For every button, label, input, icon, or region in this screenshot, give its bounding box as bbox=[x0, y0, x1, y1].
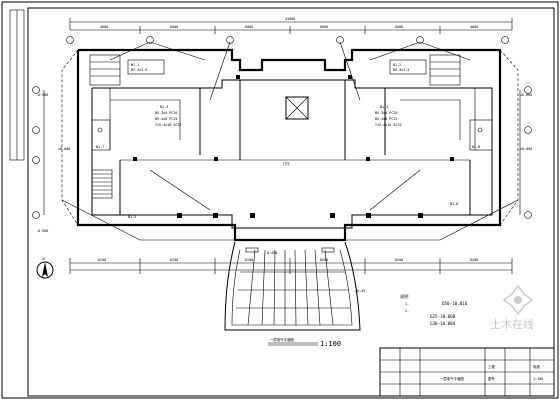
grid-bottom-label: 8200 bbox=[320, 258, 328, 262]
level-label: +0.600 bbox=[520, 93, 532, 97]
wiring-lines bbox=[61, 41, 519, 241]
north-arrow-icon: N bbox=[36, 257, 54, 279]
level-label: -0.900 bbox=[36, 229, 48, 233]
grid-bubbles-top bbox=[66, 36, 509, 44]
grid-bottom-label: 6200 bbox=[170, 258, 178, 262]
scale-label: 1:100 bbox=[320, 340, 341, 348]
top-dimension-chain: 43000 4800 6000 6000 6000 6000 4800 bbox=[69, 17, 513, 34]
grid-top-label: 6000 bbox=[320, 25, 328, 29]
svg-text:43000: 43000 bbox=[285, 17, 295, 21]
entrance-steps: +0.45 bbox=[224, 241, 365, 331]
grid-top-label: 6000 bbox=[245, 25, 253, 29]
notes-block: 说明 1. D50-10.016 2. G25-10.008 G30-10.00… bbox=[400, 293, 468, 326]
svg-text:2.: 2. bbox=[405, 309, 409, 313]
level-labels: -0.900 ±0.000 +0.600 -0.450 ±0.000 -0.90… bbox=[36, 93, 532, 255]
svg-text:一层电气平面图: 一层电气平面图 bbox=[270, 337, 294, 342]
building-walls bbox=[76, 48, 502, 242]
svg-text:1.: 1. bbox=[405, 302, 409, 306]
grid-bottom-label: 8200 bbox=[470, 258, 478, 262]
notes-title: 说明 bbox=[400, 293, 408, 300]
level-label: ±0.000 bbox=[58, 147, 70, 151]
watermark: 土木在线 bbox=[490, 284, 534, 331]
svg-text:门厅: 门厅 bbox=[283, 161, 290, 166]
svg-text:BV-4x6 PC25: BV-4x6 PC25 bbox=[375, 117, 397, 121]
svg-text:N: N bbox=[43, 257, 45, 261]
elevator-core bbox=[285, 96, 309, 120]
svg-text:BV-3x4 PC20: BV-3x4 PC20 bbox=[155, 111, 177, 115]
svg-text:一层电气平面图: 一层电气平面图 bbox=[440, 376, 464, 381]
notes-line-3: G30-10.004 bbox=[430, 321, 456, 326]
svg-text:BV-3x2.5: BV-3x2.5 bbox=[131, 68, 147, 72]
svg-text:+0.45: +0.45 bbox=[355, 289, 365, 293]
grid-top-label: 6000 bbox=[395, 25, 403, 29]
grid-bottom-label: 6200 bbox=[395, 258, 403, 262]
plan-title: 一层电气平面图 1:100 bbox=[268, 337, 341, 348]
level-label: -0.900 bbox=[36, 93, 48, 97]
level-label: -0.450 bbox=[265, 251, 277, 255]
svg-text:电施: 电施 bbox=[533, 364, 540, 369]
grid-top-label: 4800 bbox=[100, 25, 108, 29]
svg-text:BV-3x2.5: BV-3x2.5 bbox=[393, 68, 409, 72]
grid-bottom-label: 6200 bbox=[245, 258, 253, 262]
grid-bottom-label: 8200 bbox=[98, 258, 106, 262]
panel-label: N1-5 bbox=[128, 215, 136, 219]
title-block: 工程 图号 电施 1:100 一层电气平面图 bbox=[379, 347, 555, 397]
notes-line-2: G25-10.008 bbox=[430, 314, 456, 319]
grid-top-label: 6000 bbox=[170, 25, 178, 29]
watermark-text: 土木在线 bbox=[490, 317, 534, 331]
panel-label: N1-2 bbox=[393, 63, 401, 67]
svg-text:BV-3x4 PC20: BV-3x4 PC20 bbox=[375, 111, 397, 115]
svg-text:1:100: 1:100 bbox=[533, 377, 543, 381]
bottom-dimension-chain: 8200 6200 6200 8200 6200 8200 bbox=[69, 258, 513, 274]
panel-label: N1-1 bbox=[131, 63, 139, 67]
panel-label: N1-4 bbox=[380, 105, 388, 109]
columns bbox=[133, 75, 454, 218]
svg-text:工程: 工程 bbox=[488, 364, 495, 369]
panel-label: N1-8 bbox=[472, 145, 480, 149]
level-label: ±0.000 bbox=[520, 147, 532, 151]
panel-label: N1-3 bbox=[160, 105, 168, 109]
panel-label: N1-6 bbox=[450, 202, 458, 206]
svg-text:YJV-4x10 SC32: YJV-4x10 SC32 bbox=[375, 123, 402, 127]
notes-line-1: D50-10.016 bbox=[442, 301, 468, 306]
grid-top-label: 4800 bbox=[470, 25, 478, 29]
inner-frame bbox=[27, 7, 555, 397]
panel-label: N1-7 bbox=[96, 145, 104, 149]
svg-text:BV-4x6 PC25: BV-4x6 PC25 bbox=[155, 117, 177, 121]
svg-text:图号: 图号 bbox=[488, 376, 495, 381]
panel-labels: N1-1 BV-3x2.5 N1-2 BV-3x2.5 N1-3 BV-3x4 … bbox=[96, 59, 480, 219]
svg-text:YJV-4x10 SC32: YJV-4x10 SC32 bbox=[155, 123, 182, 127]
grid-bubbles-left bbox=[32, 86, 532, 219]
